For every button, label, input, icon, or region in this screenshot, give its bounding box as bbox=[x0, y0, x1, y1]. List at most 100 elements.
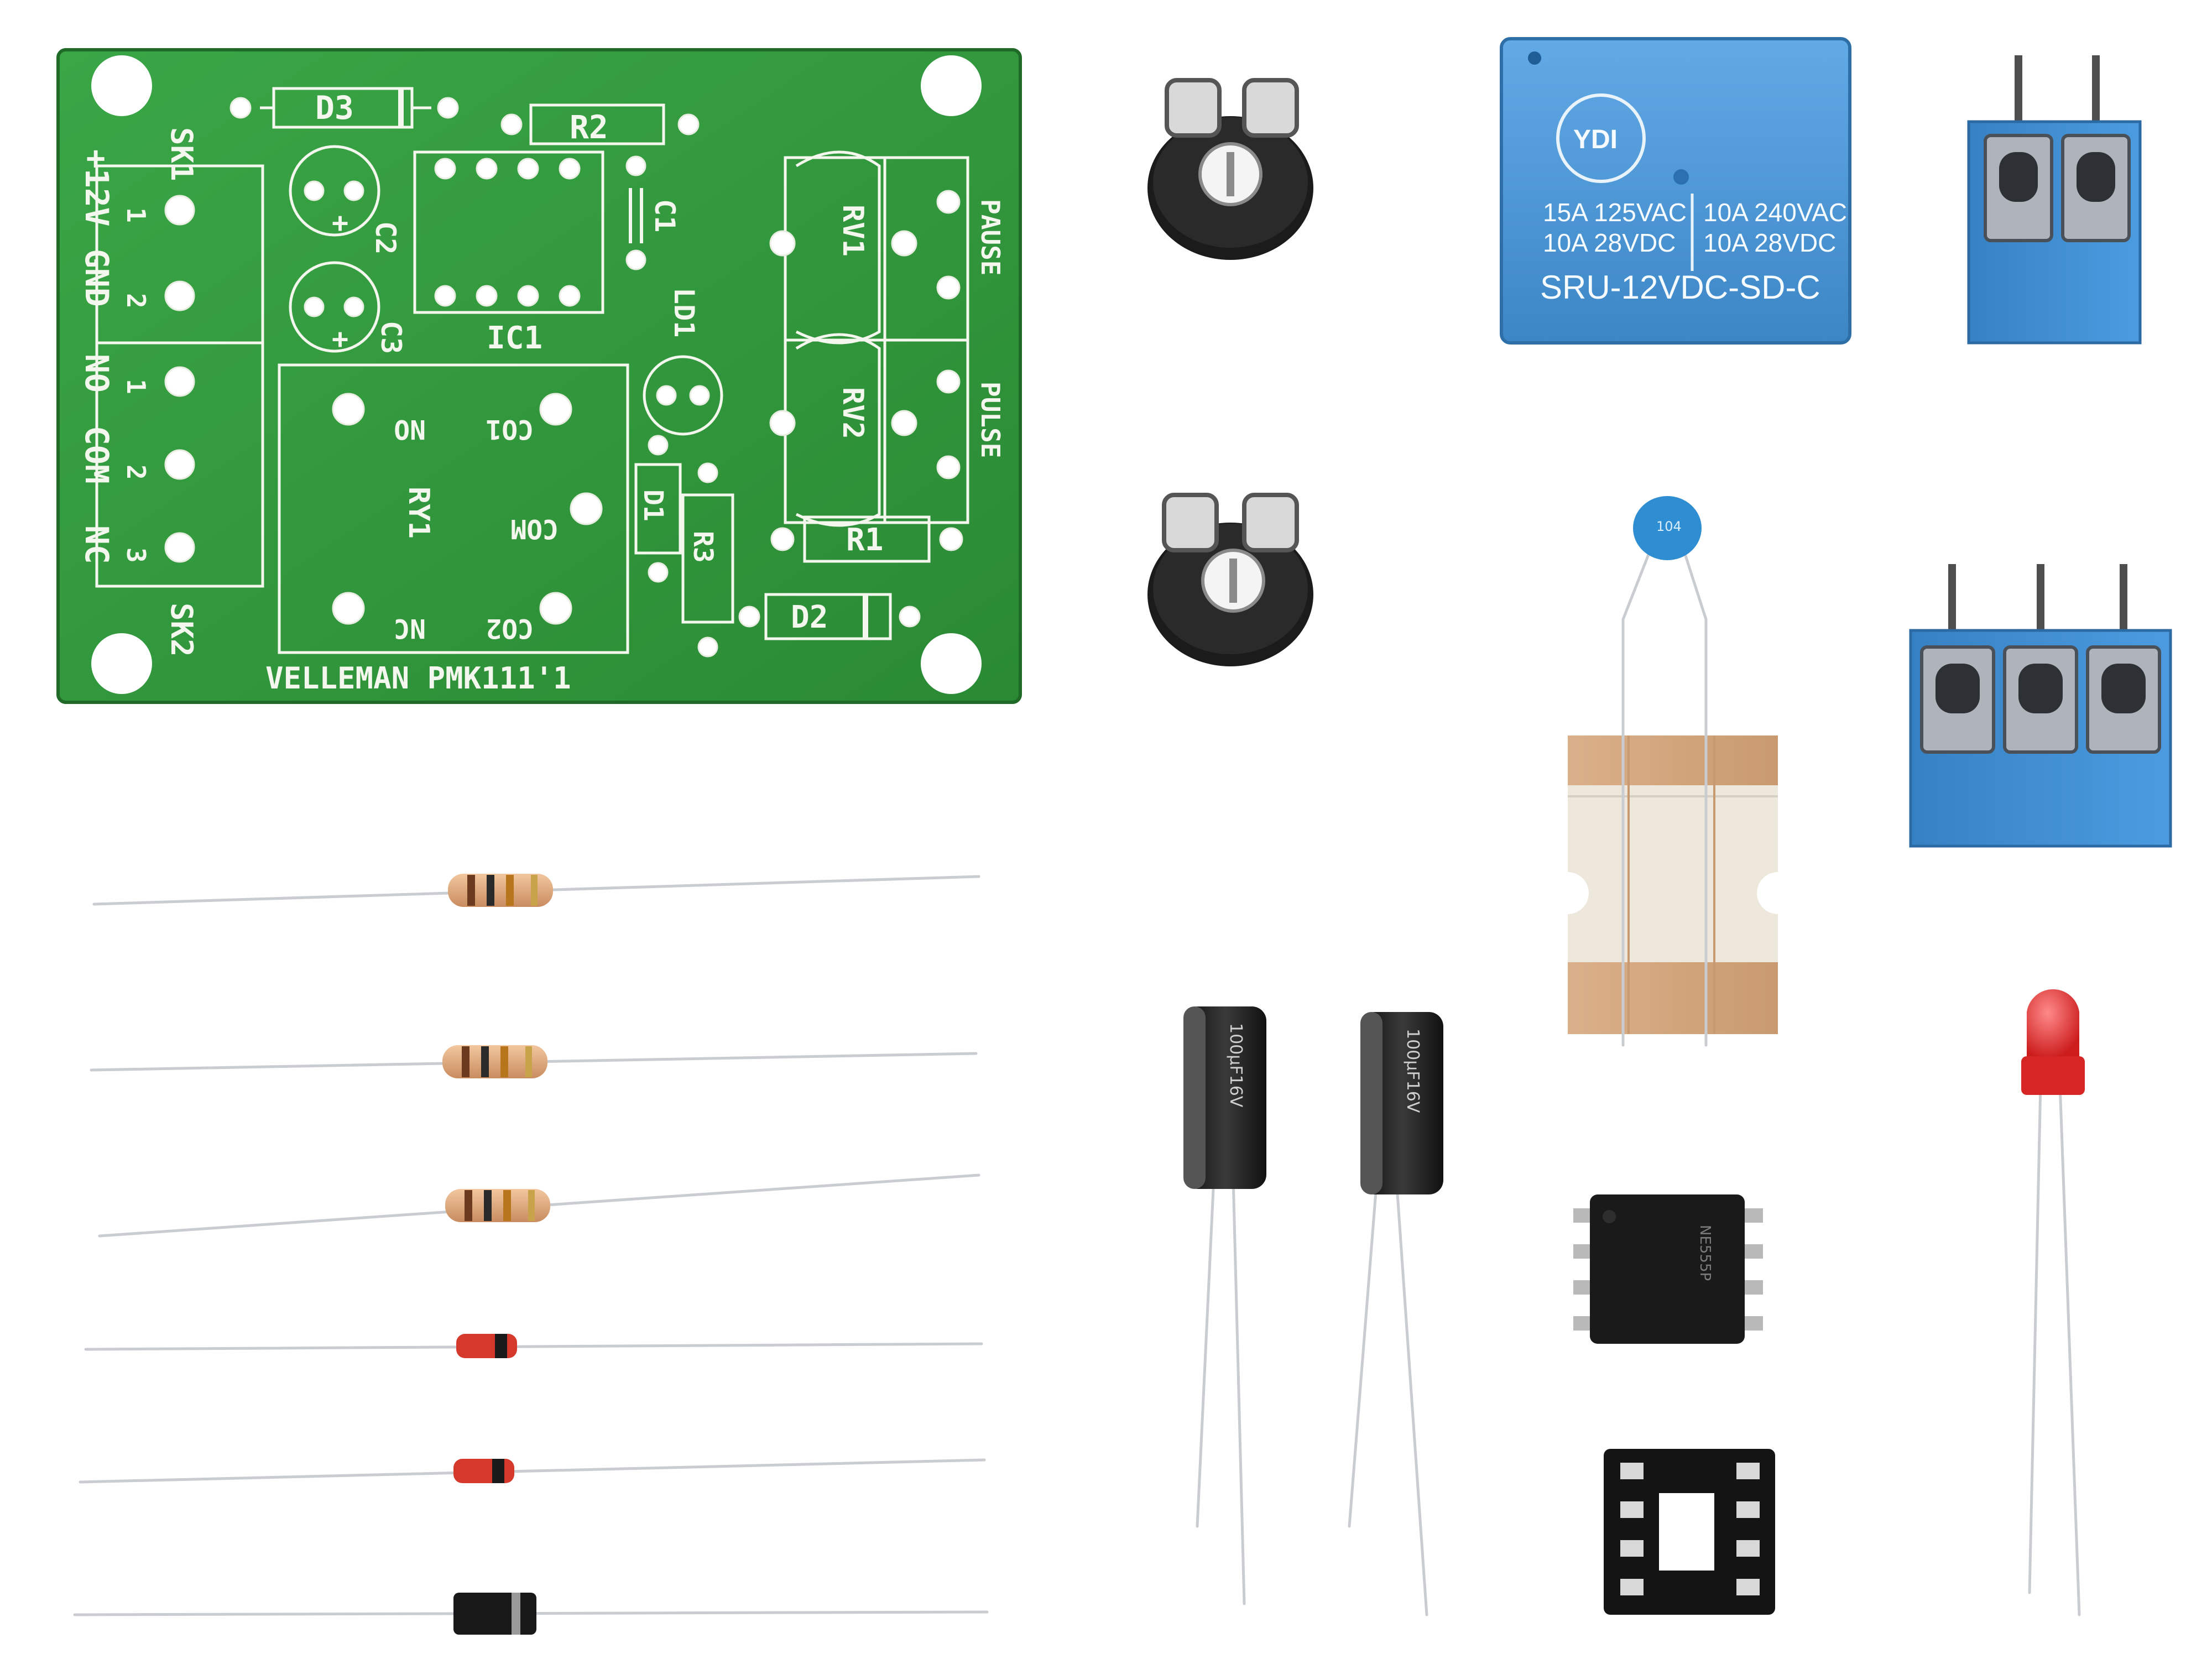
pad bbox=[738, 606, 760, 628]
relay-rating-left-1: 15A 125VAC bbox=[1543, 198, 1687, 227]
pin-number: 1 bbox=[121, 379, 151, 394]
pad bbox=[539, 393, 572, 426]
pcb-label-d3: D3 bbox=[315, 89, 354, 127]
pad bbox=[343, 296, 364, 317]
pad bbox=[677, 113, 700, 135]
pad bbox=[229, 97, 252, 119]
pad bbox=[625, 155, 646, 176]
trimmer-potentiometer bbox=[1147, 78, 1313, 260]
pcb-label-c1: C1 bbox=[649, 199, 681, 232]
pcb-label-r1: R1 bbox=[846, 522, 883, 558]
pad bbox=[648, 562, 669, 583]
pad bbox=[559, 158, 581, 180]
pad bbox=[770, 527, 795, 551]
ceramic-cap-code: 104 bbox=[1656, 519, 1682, 534]
pad bbox=[164, 449, 195, 480]
ic-socket bbox=[1604, 1449, 1775, 1615]
pcb-board-name: VELLEMAN PMK111'1 bbox=[265, 661, 571, 696]
relay-rating-right-1: 10A 240VAC bbox=[1703, 198, 1847, 227]
pad bbox=[434, 285, 456, 307]
mounting-hole bbox=[91, 55, 152, 116]
electrolytic-text: 100μF16V bbox=[1226, 1023, 1245, 1108]
electrolytic-capacitor: 100μF16V bbox=[1183, 1006, 1266, 1605]
terminal-block-2pin bbox=[1967, 55, 2142, 345]
pad bbox=[332, 592, 365, 625]
pcb-label-ic1: IC1 bbox=[487, 320, 542, 356]
red-led bbox=[2021, 989, 2085, 1616]
pad bbox=[559, 285, 581, 307]
pad bbox=[656, 385, 677, 406]
pcb-board: +12V GND NO COM NC SK1 SK2 1 2 1 2 3 D3 bbox=[56, 48, 1022, 704]
relay-model: SRU-12VDC-SD-C bbox=[1540, 269, 1820, 306]
pcb-label-pause: PAUSE bbox=[975, 199, 1005, 275]
polarity-mark: + bbox=[332, 323, 348, 355]
pad bbox=[437, 97, 459, 119]
pad bbox=[500, 113, 523, 135]
pin-number: 2 bbox=[121, 465, 151, 480]
pad bbox=[625, 249, 646, 270]
pcb-label-d2: D2 bbox=[791, 599, 828, 635]
pin-number: 1 bbox=[121, 207, 151, 223]
pcb-label-c3: C3 bbox=[375, 321, 407, 354]
ceramic-capacitor-taped: 104 bbox=[1547, 496, 1799, 1047]
resistor bbox=[90, 1045, 978, 1078]
pad bbox=[476, 285, 498, 307]
pcb-label-c2: C2 bbox=[369, 221, 401, 254]
pad bbox=[517, 158, 539, 180]
pad bbox=[769, 410, 796, 436]
pad bbox=[304, 180, 325, 201]
pad bbox=[304, 296, 325, 317]
pin-number: 2 bbox=[121, 293, 151, 309]
pad bbox=[697, 462, 718, 483]
mounting-hole bbox=[91, 633, 152, 694]
resistor bbox=[92, 874, 980, 907]
pad bbox=[539, 592, 572, 625]
mounting-hole bbox=[921, 55, 982, 116]
pad bbox=[891, 410, 917, 436]
polarity-mark: + bbox=[332, 207, 348, 239]
electrolytic-text: 100μF16V bbox=[1403, 1029, 1422, 1113]
pad bbox=[434, 158, 456, 180]
pad bbox=[476, 158, 498, 180]
pad bbox=[517, 285, 539, 307]
pad bbox=[939, 527, 963, 551]
rectifier-diode bbox=[73, 1593, 989, 1635]
pad bbox=[164, 280, 195, 311]
pcb-label-nc-pad: NC bbox=[394, 613, 426, 644]
pcb-label-no-pad: NO bbox=[394, 414, 426, 445]
pcb-label-sk2: SK2 bbox=[164, 603, 199, 657]
pad bbox=[899, 606, 921, 628]
pcb-label-pulse: PULSE bbox=[975, 382, 1005, 458]
electrolytic-capacitor: 100μF16V bbox=[1348, 1012, 1443, 1616]
pad bbox=[164, 532, 195, 563]
pcb-label-r3: R3 bbox=[687, 531, 718, 563]
ic-marking: NE555P bbox=[1697, 1225, 1713, 1281]
relay: YDI 15A 125VAC 10A 28VDC 10A 240VAC 10A … bbox=[1500, 37, 1851, 345]
pad bbox=[936, 455, 961, 479]
signal-diode bbox=[79, 1458, 986, 1484]
pcb-label-rv1: RV1 bbox=[836, 205, 869, 257]
terminal-block-3pin bbox=[1909, 564, 2172, 848]
pad bbox=[164, 366, 195, 397]
pad bbox=[769, 230, 796, 257]
pad bbox=[689, 385, 710, 406]
pad bbox=[697, 637, 718, 658]
pcb-label-ld1: LD1 bbox=[668, 288, 700, 337]
mounting-hole bbox=[921, 633, 982, 694]
pcb-label-rv2: RV2 bbox=[836, 387, 869, 439]
pad bbox=[164, 195, 195, 226]
pcb-label-d1: D1 bbox=[638, 489, 669, 521]
ic-chip: NE555P bbox=[1573, 1194, 1763, 1344]
relay-logo: YDI bbox=[1573, 125, 1618, 154]
pcb-label-sk1: SK1 bbox=[164, 127, 199, 181]
pcb-label-ry1: RY1 bbox=[402, 487, 435, 539]
pcb-label-com-pad: COM bbox=[510, 513, 559, 544]
signal-diode bbox=[84, 1334, 983, 1358]
pcb-label-co1: CO1 bbox=[486, 414, 534, 445]
pad bbox=[332, 393, 365, 426]
relay-rating-right-2: 10A 28VDC bbox=[1703, 228, 1836, 257]
pad bbox=[891, 230, 917, 257]
pad bbox=[936, 369, 961, 394]
trimmer-potentiometer bbox=[1147, 493, 1313, 666]
